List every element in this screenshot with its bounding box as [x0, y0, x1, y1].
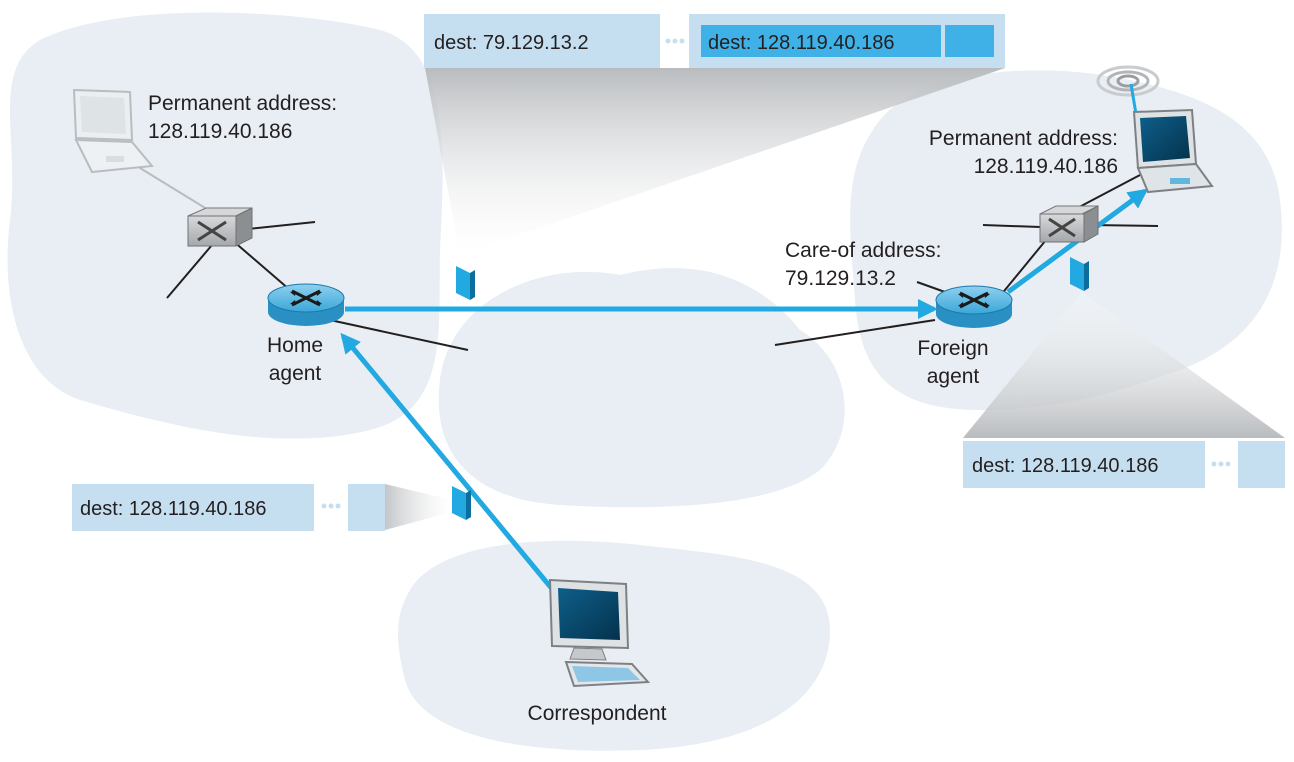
- correspondent-packet-dest: dest: 128.119.40.186: [80, 498, 266, 520]
- home-laptop-link: [139, 167, 216, 215]
- careof-leader-line: [916, 281, 946, 293]
- mobile-permanent-address-value: 128.119.40.186: [974, 155, 1118, 178]
- packet-marker-correspondent: [452, 486, 466, 520]
- packet-marker-delivered: [1070, 257, 1084, 291]
- ellipsis-dots: [665, 38, 685, 44]
- correspondent-packet-zoom-beam: [385, 484, 452, 530]
- home-switch-icon: [187, 207, 253, 247]
- foreign-agent-label-line2: agent: [927, 365, 980, 388]
- packet-marker-tunnel-shade: [470, 270, 475, 300]
- correspondent-packet-payload-box: [348, 484, 385, 531]
- internet-cloud: [438, 268, 845, 508]
- delivered-packet-dest: dest: 128.119.40.186: [972, 455, 1158, 477]
- encapsulated-packet-outer-box: [424, 14, 660, 68]
- foreign-agent-to-switch-link: [999, 239, 1047, 297]
- delivered-packet-zoom-beam: [963, 292, 1285, 438]
- switch-stub-link-left: [166, 244, 213, 299]
- correspondent-packet: dest: 128.119.40.186: [72, 484, 385, 531]
- mobile-permanent-address-label: Permanent address:: [929, 127, 1118, 150]
- foreign-switch-icon: [1039, 205, 1099, 243]
- encapsulated-packet-inner-highlight: [701, 25, 941, 57]
- delivered-packet-payload-box: [1238, 441, 1285, 488]
- outer-header-dest: dest: 79.129.13.2: [434, 32, 589, 54]
- ellipsis-dots: [321, 503, 341, 509]
- packet-marker-delivered-shade: [1084, 261, 1089, 291]
- mobile-laptop-icon: [1096, 65, 1214, 194]
- packet-marker-tunnel: [456, 266, 470, 300]
- encapsulated-packet-payload: [945, 25, 994, 57]
- home-agent-label-line1: Home: [267, 334, 323, 357]
- correspondent-packet-header-box: [72, 484, 314, 531]
- foreign-agent-label-line1: Foreign: [917, 337, 988, 360]
- inner-header-dest: dest: 128.119.40.186: [708, 32, 894, 54]
- switch-to-home-agent-link: [231, 239, 291, 291]
- home-laptop-ghost-icon: [72, 88, 154, 174]
- home-agent-router-icon: [267, 283, 345, 326]
- careof-address-value: 79.129.13.2: [785, 267, 896, 290]
- switch-stub-link-right: [247, 221, 316, 230]
- home-permanent-address-value: 128.119.40.186: [148, 120, 292, 143]
- internet-to-foreign-agent-link: [774, 319, 936, 346]
- home-agent-label-line2: agent: [269, 362, 322, 385]
- ellipsis-dots: [1211, 461, 1231, 467]
- foreign-switch-stub-left: [982, 224, 1041, 228]
- foreign-agent-router-icon: [935, 285, 1013, 328]
- correspondent-computer-icon: [548, 578, 651, 688]
- packet-marker-correspondent-shade: [466, 490, 471, 520]
- careof-address-label: Care-of address:: [785, 239, 941, 262]
- correspondent-to-home-agent-arrow: [340, 332, 555, 592]
- home-agent-to-internet-link: [329, 319, 469, 351]
- home-permanent-address-label: Permanent address:: [148, 92, 337, 115]
- packet-markers: [452, 257, 1089, 520]
- delivered-packet-header-box: [963, 441, 1205, 488]
- correspondent-label: Correspondent: [528, 702, 667, 725]
- encapsulated-packet: dest: 79.129.13.2 dest: 128.119.40.186: [424, 14, 1005, 68]
- encapsulated-packet-zoom-beam: [425, 68, 1005, 255]
- foreign-delivered-packet: dest: 128.119.40.186: [963, 441, 1285, 488]
